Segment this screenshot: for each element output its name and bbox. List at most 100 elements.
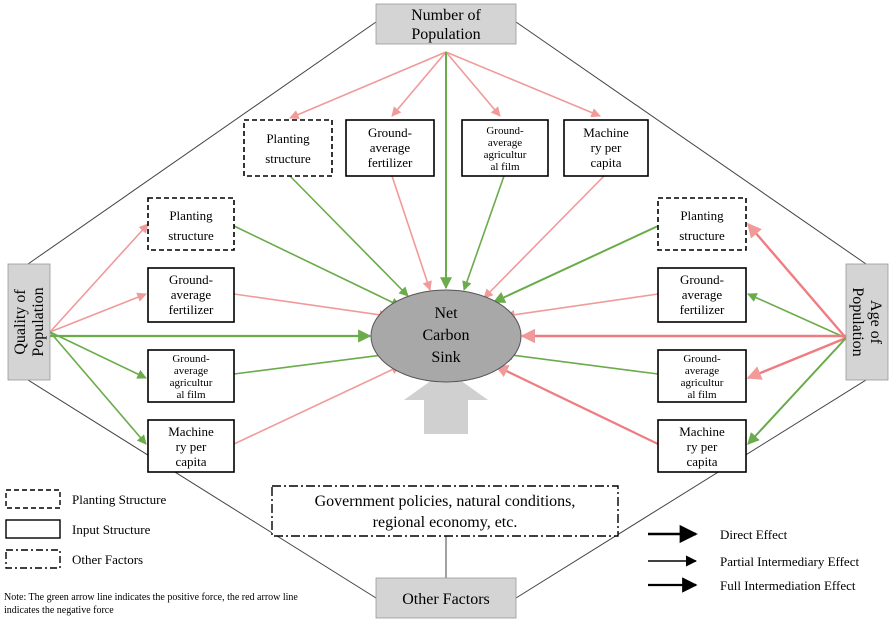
arrow-top-planting-to-center [289,175,409,297]
arrow-right-to-machine [747,337,847,445]
node-left-line1: Quality of [12,289,29,355]
node-quality-of-population: Quality of Population [7,263,51,381]
right-box-planting-frame [657,197,747,251]
arrow-top-to-machine [445,51,601,118]
arrow-left-to-machine [49,331,147,445]
left-box-film-frame [147,349,235,403]
left-box-film: Ground- average agricultur al film [147,349,235,403]
node-top-box [375,3,517,45]
node-left-box [7,263,51,381]
node-bottom-label: Other Factors [402,591,490,608]
big-up-arrow [404,370,488,434]
outline-bottom-left [27,379,377,599]
arrow-right-to-planting [747,222,847,339]
center-ellipse [370,289,522,383]
node-top-line1: Number of [411,7,481,24]
arrow-left-fertilizer-to-center [233,293,389,320]
top-box-fertilizer-line3: fertilizer [368,155,413,170]
outline-top-right [515,21,867,265]
right-box-planting-line1: Planting [680,208,724,223]
right-box-machine-line2: ry per [687,439,718,454]
top-box-film-line2: average [488,137,522,149]
diamond-outline [27,21,867,599]
arrow-left-to-film [49,331,147,379]
arrow-right-planting-to-center [492,225,659,303]
top-arrows [289,51,605,299]
note: Note: The green arrow line indicates the… [4,592,298,616]
right-box-fertilizer: Ground- average fertilizer [657,267,747,323]
left-box-fertilizer-frame [147,267,235,323]
left-box-film-line2: average [174,365,208,377]
top-box-fertilizer-frame [345,119,435,177]
node-right-line1: Age of [867,300,884,345]
arrow-left-machine-to-center [233,365,401,445]
left-box-machine: Machine ry per capita [147,419,235,473]
left-box-fertilizer-line1: Ground- [169,272,213,287]
top-box-film-line3: agricultur [484,149,527,161]
legend-other-label: Other Factors [72,552,143,567]
left-box-fertilizer-line2: average [171,287,212,302]
left-box-planting-line1: Planting [169,208,213,223]
policy-line1: Government policies, natural conditions, [315,493,576,510]
left-box-machine-line1: Machine [168,424,214,439]
right-box-machine-frame [657,419,747,473]
node-other-factors: Other Factors [375,577,517,619]
top-box-machine-line3: capita [590,155,621,170]
arrow-top-to-planting [289,51,447,120]
arrow-top-fertilizer-to-center [391,175,432,291]
right-box-film-line3: agricultur [681,377,724,389]
policy-line2: regional economy, etc. [373,514,518,531]
outline-bottom-right [515,379,867,599]
top-box-fertilizer-line2: average [370,140,411,155]
legend-partial-label: Partial Intermediary Effect [720,554,859,569]
top-box-film-line1: Ground- [486,125,524,137]
policy-box: Government policies, natural conditions,… [271,485,619,537]
legend-full-label: Full Intermediation Effect [720,578,856,593]
left-box-machine-frame [147,419,235,473]
arrow-left-planting-to-center [233,225,401,307]
right-box-machine: Machine ry per capita [657,419,747,473]
left-arrows [49,223,401,445]
arrow-left-to-fertilizer [49,292,147,333]
right-box-fertilizer-line2: average [682,287,723,302]
legend-planting-label: Planting Structure [72,492,166,507]
top-box-fertilizer-line1: Ground- [368,125,412,140]
arrow-right-fertilizer-to-center [505,293,659,320]
left-box-fertilizer-line3: fertilizer [169,302,214,317]
right-arrows [492,222,847,445]
legend-direct-label: Direct Effect [720,527,788,542]
arrow-right-film-to-center [503,350,659,375]
top-box-film-line4: al film [490,161,519,173]
node-top-line2: Population [411,26,480,43]
arrow-right-to-film [746,336,847,380]
arrow-top-to-fertilizer [391,51,447,117]
top-box-film-frame [461,119,549,177]
arrow-top-film-to-center [462,175,505,291]
left-box-film-line1: Ground- [172,353,210,365]
legend-input-label: Input Structure [72,522,151,537]
right-box-machine-line1: Machine [679,424,725,439]
left-box-planting-frame [147,197,235,251]
note-line2: indicates the negative force [4,605,114,616]
node-right-line2: Population [849,287,866,356]
left-box-machine-line3: capita [175,454,206,469]
left-box-machine-line2: ry per [176,439,207,454]
top-box-machine-line2: ry per [591,140,622,155]
node-number-of-population: Number of Population [375,3,517,45]
center-line2: Carbon [422,327,469,344]
right-box-film-line2: average [685,365,719,377]
top-box-film: Ground- average agricultur al film [461,119,549,177]
right-box-planting: Planting structure [657,197,747,251]
note-line1: Note: The green arrow line indicates the… [4,592,298,603]
top-box-machine-frame [563,119,649,177]
right-box-fertilizer-frame [657,267,747,323]
top-box-planting-line2: structure [265,151,311,166]
node-bottom-box [375,577,517,619]
legend-input-swatch [5,519,61,539]
right-box-fertilizer-line3: fertilizer [680,302,725,317]
center-line1: Net [434,305,458,322]
top-box-planting-frame [243,119,333,177]
left-box-film-line3: agricultur [170,377,213,389]
left-box-film-line4: al film [176,389,205,401]
